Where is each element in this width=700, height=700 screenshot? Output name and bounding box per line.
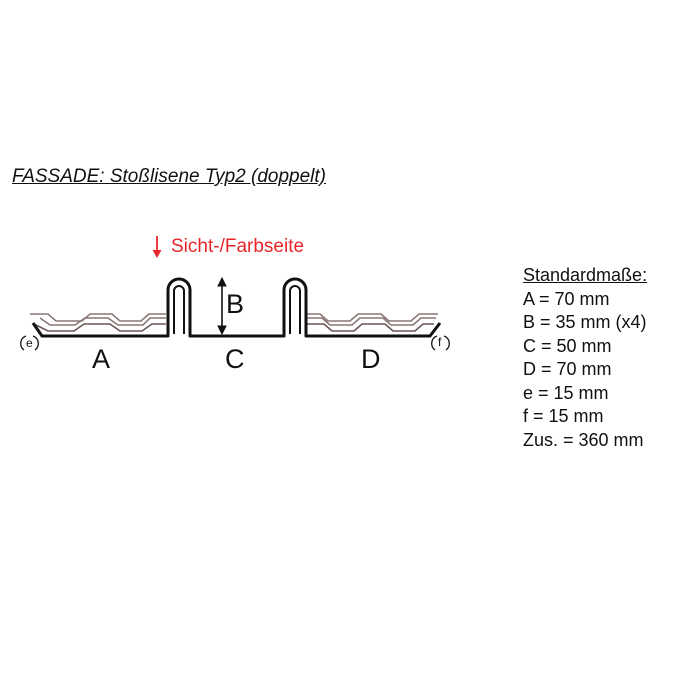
label-a: A [92, 344, 110, 374]
hem-f-mark [431, 335, 450, 351]
flashing-profile-line [31, 277, 442, 338]
diagram-title: FASSADE: Stoßlisene Typ2 (doppelt) [12, 166, 326, 187]
dimension-line-f: f = 15 mm [523, 406, 604, 426]
down-arrow-icon [152, 236, 162, 258]
label-c: C [225, 344, 245, 374]
label-b: B [226, 289, 244, 319]
visible-side-indicator: Sicht-/Farbseite [151, 234, 304, 260]
dimension-line-a: A = 70 mm [523, 288, 610, 309]
label-d: D [361, 344, 381, 374]
right-seam-fold [289, 285, 301, 334]
label-f: f [438, 335, 442, 349]
visible-side-label: Sicht-/Farbseite [171, 236, 305, 257]
dimension-line-total: Zus. = 360 mm [523, 429, 644, 450]
left-panel-sheet [30, 313, 166, 332]
dimension-line-e: e = 15 mm [523, 382, 609, 403]
dimension-line-c: C = 50 mm [523, 335, 612, 356]
label-e: e [26, 336, 33, 350]
standard-dimensions: Standardmaße: A = 70 mm B = 35 mm (x4) C… [523, 264, 647, 452]
dimensions-heading: Standardmaße: [523, 265, 648, 285]
left-seam-fold [173, 285, 185, 334]
hem-e-mark [20, 335, 39, 351]
dimension-line-b: B = 35 mm (x4) [523, 312, 647, 332]
right-panel-sheet [307, 313, 438, 332]
dimension-line-d: D = 70 mm [523, 359, 612, 379]
dimension-b-arrow [217, 276, 227, 336]
